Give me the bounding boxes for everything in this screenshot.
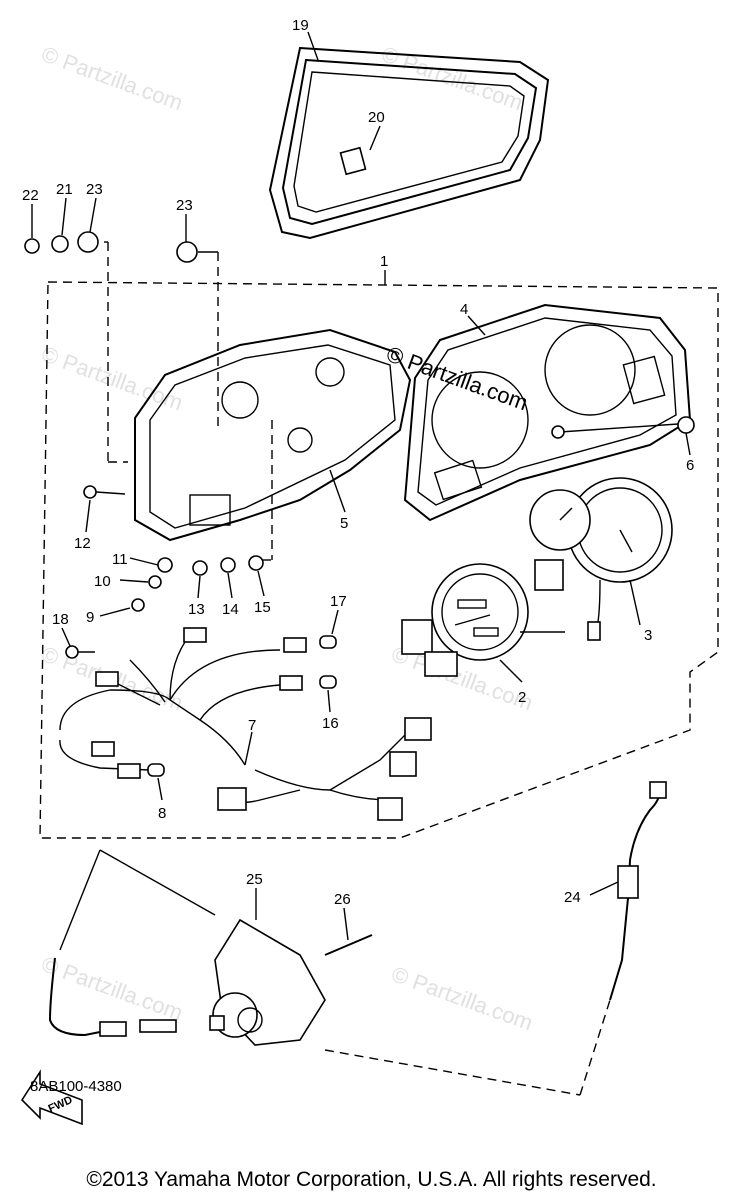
callout-15: 15 [254, 599, 271, 616]
socket [183, 627, 207, 643]
callout-21: 21 [56, 181, 73, 198]
nut [248, 555, 264, 571]
nut [24, 238, 40, 254]
meter-case [134, 328, 412, 542]
callout-6: 6 [686, 457, 694, 474]
callout-2: 2 [518, 689, 526, 706]
callout-4: 4 [460, 301, 468, 318]
washer [51, 235, 69, 253]
callout-12: 12 [74, 535, 91, 552]
screw [83, 485, 97, 499]
fwd-arrow-icon [20, 1069, 83, 1126]
copyright-notice: ©2013 Yamaha Motor Corporation, U.S.A. A… [86, 1168, 657, 1191]
bulb [147, 763, 165, 777]
socket [91, 741, 115, 757]
screw [65, 645, 79, 659]
callout-1: 1 [380, 253, 388, 270]
leader-lines [31, 31, 691, 941]
bolt [677, 416, 695, 434]
cable-end [48, 957, 177, 1037]
socket [95, 671, 119, 687]
watermark: © Partzilla.com [38, 341, 186, 415]
watermark: © Partzilla.com [38, 41, 186, 115]
callout-24: 24 [564, 889, 581, 906]
callout-16: 16 [322, 715, 339, 732]
washer [220, 557, 236, 573]
speedometer-cable [609, 781, 667, 1001]
damper [339, 146, 367, 176]
callout-7: 7 [248, 717, 256, 734]
assembly-boundary [39, 281, 719, 839]
callout-25: 25 [246, 871, 263, 888]
callout-14: 14 [222, 601, 239, 618]
callout-10: 10 [94, 573, 111, 590]
callout-13: 13 [188, 601, 205, 618]
watermark: © Partzilla.com [38, 951, 186, 1025]
nut [551, 425, 565, 439]
callout-22: 22 [22, 187, 39, 204]
tachometer-assembly [529, 477, 673, 641]
callout-20: 20 [368, 109, 385, 126]
pin [324, 934, 373, 956]
wire-harness [59, 634, 432, 821]
callout-19: 19 [292, 17, 309, 34]
callout-5: 5 [340, 515, 348, 532]
callout-18: 18 [52, 611, 69, 628]
callout-26: 26 [334, 891, 351, 908]
socket [279, 675, 303, 691]
callout-23: 23 [86, 181, 103, 198]
screw [131, 598, 145, 612]
meter-cover-frame [268, 46, 550, 240]
socket [283, 637, 307, 653]
callout-3: 3 [644, 627, 652, 644]
watermark: © Partzilla.com [388, 961, 536, 1035]
callout-8: 8 [158, 805, 166, 822]
callout-23: 23 [176, 197, 193, 214]
grommet [192, 560, 208, 576]
bulb [319, 675, 337, 689]
socket [117, 763, 141, 779]
bulb [319, 635, 337, 649]
washer [148, 575, 162, 589]
callout-17: 17 [330, 593, 347, 610]
grommet [77, 231, 99, 253]
callout-9: 9 [86, 609, 94, 626]
grommet [176, 241, 198, 263]
drive-gear-unit [209, 918, 326, 1046]
diagram-code: 8AB100-4380 [30, 1078, 122, 1095]
collar [157, 557, 173, 573]
speedometer-assembly [401, 563, 565, 677]
callout-11: 11 [112, 551, 128, 568]
